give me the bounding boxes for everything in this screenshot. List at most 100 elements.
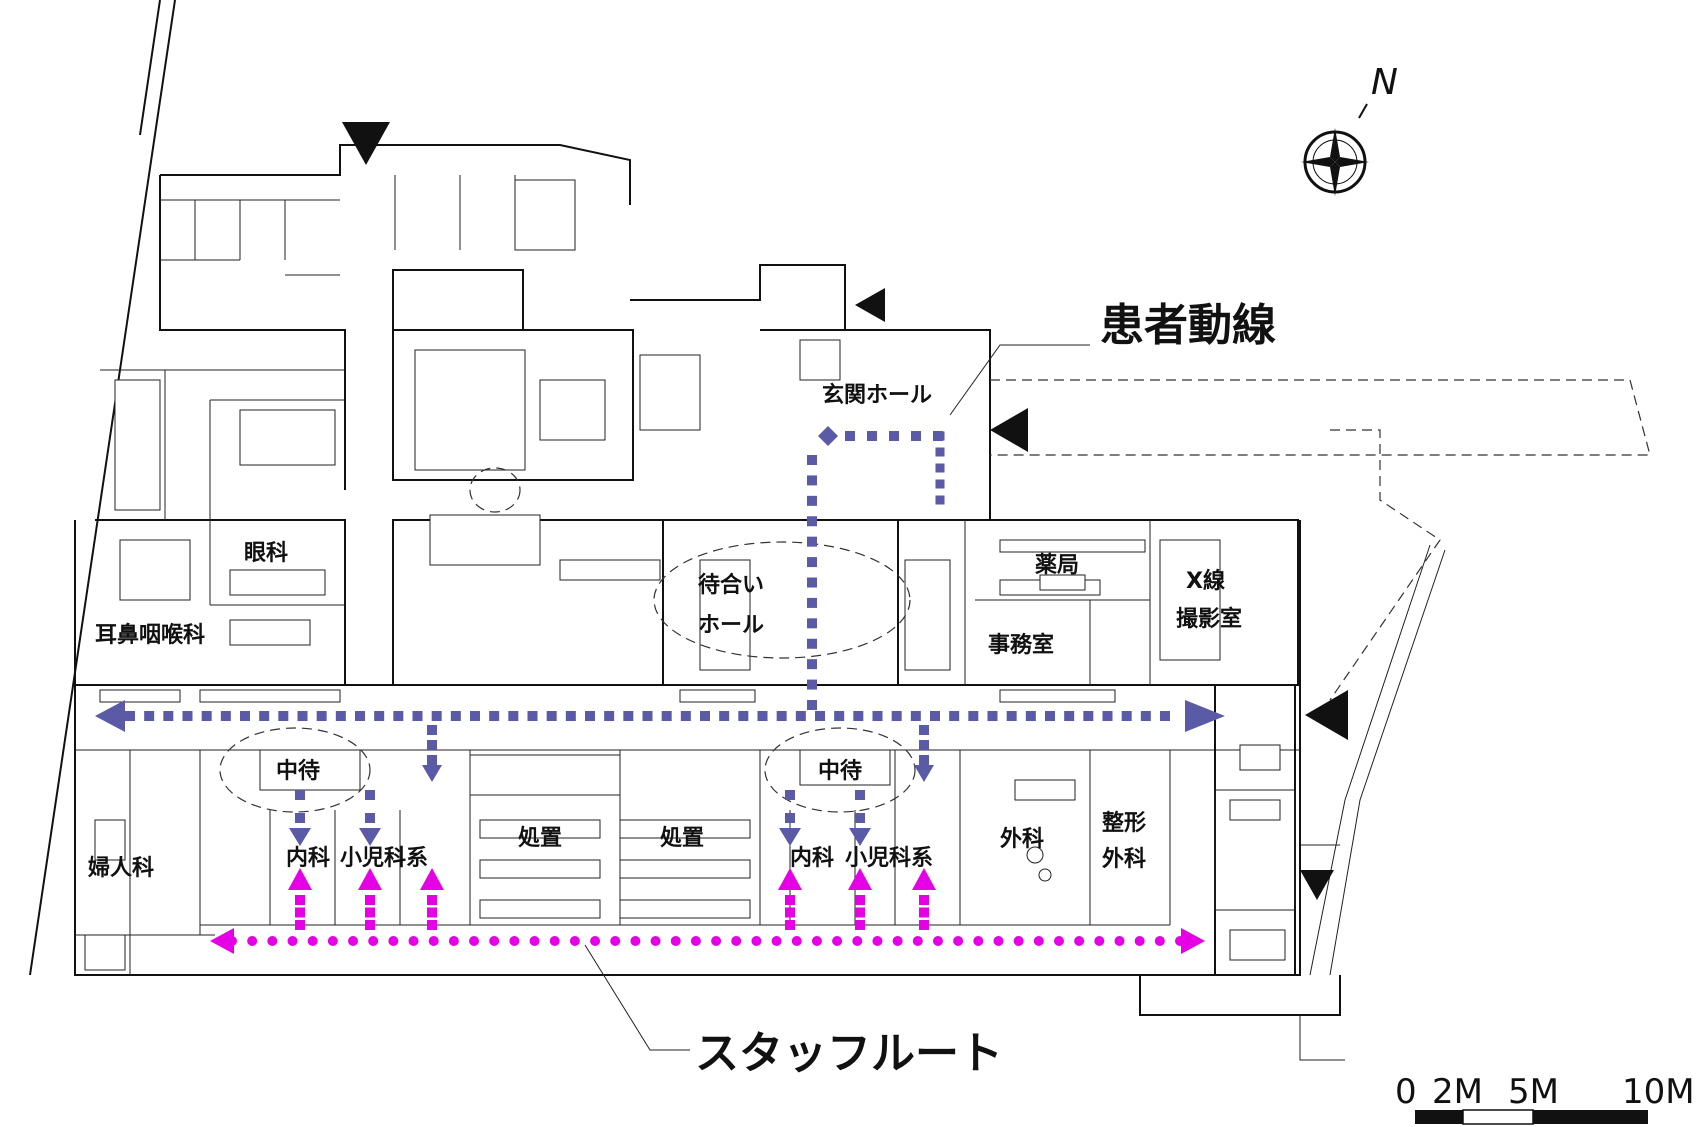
label-ent: 耳鼻咽喉科 xyxy=(95,622,205,648)
patient-route-dash xyxy=(642,711,653,721)
entrance-marker-east-upper xyxy=(855,288,885,322)
patient-route-dash xyxy=(807,536,817,547)
patient-route-dash xyxy=(546,711,557,721)
staff-route-dot xyxy=(852,936,863,946)
staff-route-dot xyxy=(1074,936,1085,946)
patient-route-dash xyxy=(1064,711,1075,721)
patient-route-dash xyxy=(919,725,929,735)
patient-route-arrow-east xyxy=(1185,700,1225,732)
scale-label-2m: 2M xyxy=(1432,1072,1483,1112)
staff-route-dot xyxy=(711,936,722,946)
patient-route-dash xyxy=(661,711,672,721)
room-labels: 玄関ホール 眼科 耳鼻咽喉科 待合い ホール 薬局 事務室 X線 撮影室 中待 … xyxy=(87,382,1242,881)
patient-route-dash xyxy=(1083,711,1094,721)
sub-waiting-zone-right xyxy=(764,727,916,813)
staff-route-dash xyxy=(855,907,865,918)
entrance-lobby-zone xyxy=(469,467,521,513)
patient-route-dash xyxy=(815,711,825,721)
scale-label-5m: 5M xyxy=(1508,1072,1559,1112)
staff-route xyxy=(210,868,1205,954)
patient-route-dash xyxy=(680,711,691,721)
patient-route-dash xyxy=(470,711,480,721)
patient-route-dash xyxy=(393,711,404,721)
staff-route-dot xyxy=(1154,936,1165,946)
patient-route-dash xyxy=(1160,711,1170,721)
patient-route-dash xyxy=(807,475,817,486)
staff-route-dot xyxy=(287,936,298,946)
staff-route-dot xyxy=(1094,936,1105,946)
label-treatment-left: 処置 xyxy=(518,825,562,851)
label-waiting-hall-2: ホール xyxy=(698,613,764,638)
staff-route-dot xyxy=(590,936,601,946)
patient-route-leader xyxy=(949,344,1090,416)
patient-route-dash xyxy=(508,711,519,721)
patient-route-dash xyxy=(935,431,945,441)
label-surgery: 外科 xyxy=(1000,826,1044,852)
label-sub-waiting-left: 中待 xyxy=(276,758,320,784)
staff-route-dot xyxy=(892,936,903,946)
staff-route-dot xyxy=(327,936,338,946)
patient-route-dash xyxy=(565,711,576,721)
staff-route-dash xyxy=(855,920,865,930)
entrance-markers xyxy=(342,122,1348,900)
staff-route-arrow-west xyxy=(210,928,234,954)
entrance-marker-east-main xyxy=(990,408,1028,452)
legend-patient-route: 患者動線 xyxy=(1100,300,1276,351)
patient-route-dash xyxy=(450,711,461,721)
patient-route-dash xyxy=(700,711,710,721)
patient-route-dash xyxy=(795,711,806,721)
patient-route-dash xyxy=(427,740,437,750)
label-internal-right: 内科 xyxy=(790,846,834,871)
patient-route-dash xyxy=(891,711,902,721)
patient-route-dash xyxy=(240,711,250,721)
patient-route-dash xyxy=(259,711,270,721)
patient-route-dash xyxy=(807,679,817,690)
staff-route-arrow-up xyxy=(420,868,444,890)
patient-route-dash xyxy=(335,711,346,721)
scale-bar: 0 2M 5M 10M xyxy=(1395,1072,1695,1125)
patient-route-dash xyxy=(1045,711,1055,721)
label-pharmacy: 薬局 xyxy=(1035,553,1079,578)
patient-route-dash xyxy=(919,740,929,750)
staff-route-dot xyxy=(751,936,762,946)
staff-route-dash xyxy=(855,895,865,905)
staff-route-dot xyxy=(1033,936,1044,946)
patient-route-dash xyxy=(1102,711,1113,721)
staff-route-dash xyxy=(295,895,305,905)
patient-route-dash xyxy=(807,618,817,629)
staff-route-dash xyxy=(919,895,929,905)
patient-route-dash xyxy=(935,479,945,489)
patient-route-arrow-down xyxy=(779,828,801,846)
patient-route-dash xyxy=(807,700,817,710)
patient-route-dash xyxy=(807,597,817,608)
scale-label-10m: 10M xyxy=(1622,1072,1695,1112)
staff-route-dash xyxy=(365,895,375,905)
patient-route-dash xyxy=(431,711,442,721)
patient-route-dash xyxy=(987,711,998,721)
staff-route-dot xyxy=(529,936,540,946)
staff-route-dot xyxy=(832,936,843,946)
patient-route-dash xyxy=(163,711,174,721)
patient-route-dash xyxy=(889,431,899,441)
patient-route-dash xyxy=(807,455,817,465)
staff-route-dot xyxy=(1134,936,1145,946)
staff-route-dot xyxy=(791,936,802,946)
entrance-marker-north xyxy=(342,122,390,165)
staff-route-leader xyxy=(584,944,690,1051)
entrance-marker-east-side xyxy=(1305,690,1348,740)
staff-route-dot xyxy=(388,936,399,946)
patient-route-dash xyxy=(785,813,795,823)
patient-route-dash xyxy=(785,790,795,800)
patient-route-dash xyxy=(968,711,979,721)
patient-route-dash xyxy=(935,495,945,505)
staff-route-dot xyxy=(247,936,258,946)
patient-route-dash xyxy=(930,711,940,721)
patient-route-dash xyxy=(834,711,845,721)
patient-route-dash xyxy=(776,711,787,721)
staff-route-dash xyxy=(427,920,437,930)
staff-route-arrow-up xyxy=(912,868,936,890)
patient-route-dash xyxy=(585,711,595,721)
staff-route-dot xyxy=(348,936,359,946)
staff-route-dot xyxy=(650,936,661,946)
staff-route-dot xyxy=(872,936,883,946)
